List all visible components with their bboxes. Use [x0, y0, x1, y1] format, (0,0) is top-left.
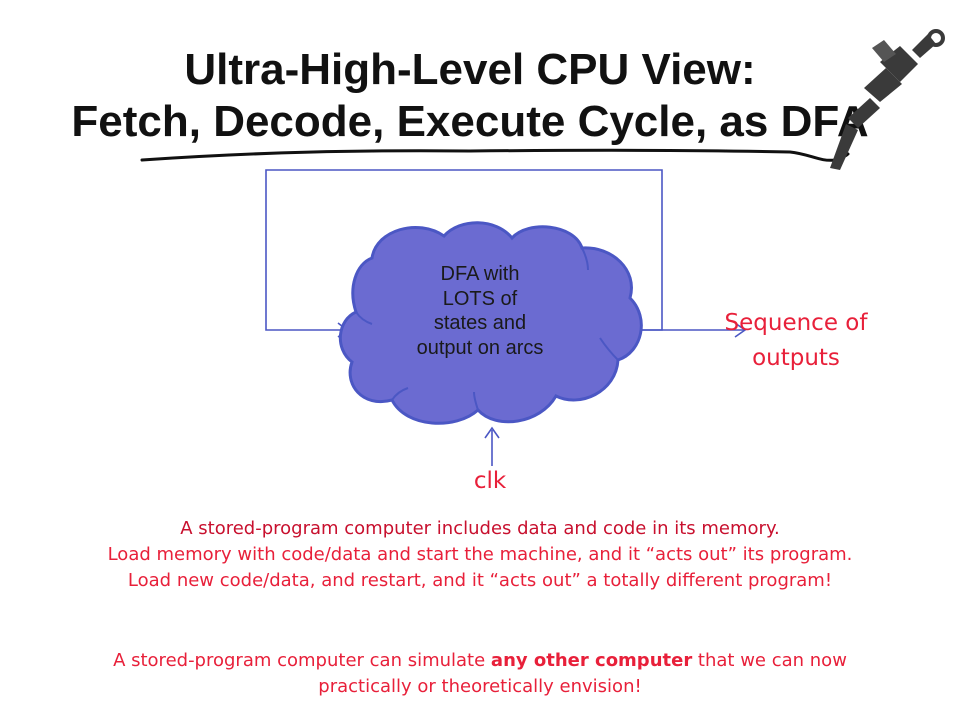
- body-line-4: A stored-program computer can simulate a…: [0, 648, 960, 674]
- cloud-detail: [355, 247, 619, 411]
- dfa-cloud-label: DFA with LOTS of states and output on ar…: [380, 262, 580, 360]
- clock-label: clk: [473, 468, 507, 494]
- cloud-line: states and: [433, 312, 527, 334]
- cloud-line: LOTS of: [442, 287, 518, 310]
- body-line-1: A stored-program computer includes data …: [180, 518, 780, 539]
- output-arrowhead: [734, 322, 747, 338]
- output-label-line: outputs: [752, 345, 840, 371]
- body-line-4-after: that we can now: [692, 650, 847, 671]
- dfa-cloud: [338, 221, 643, 425]
- body-line-4-before: A stored-program computer can simulate: [113, 650, 491, 671]
- cloud-line: DFA with: [440, 263, 520, 285]
- output-label-line: Sequence of: [724, 310, 868, 336]
- body-line-5: practically or theoretically envision!: [318, 676, 642, 697]
- pen-nib-icon: [830, 29, 945, 170]
- title-underline: [140, 148, 850, 162]
- body-line-2: Load memory with code/data and start the…: [107, 544, 853, 565]
- slide-title-line-1: Ultra-High-Level CPU View:: [184, 45, 756, 94]
- cloud-line: output on arcs: [416, 336, 544, 359]
- body-line-3: Load new code/data, and restart, and it …: [127, 570, 833, 591]
- output-label: Sequence of outputs: [706, 306, 886, 376]
- slide-title-line-2: Fetch, Decode, Execute Cycle, as DFA: [71, 97, 869, 146]
- clock-arrowhead: [484, 426, 500, 439]
- body-line-4-emphasis: any other computer: [490, 650, 693, 671]
